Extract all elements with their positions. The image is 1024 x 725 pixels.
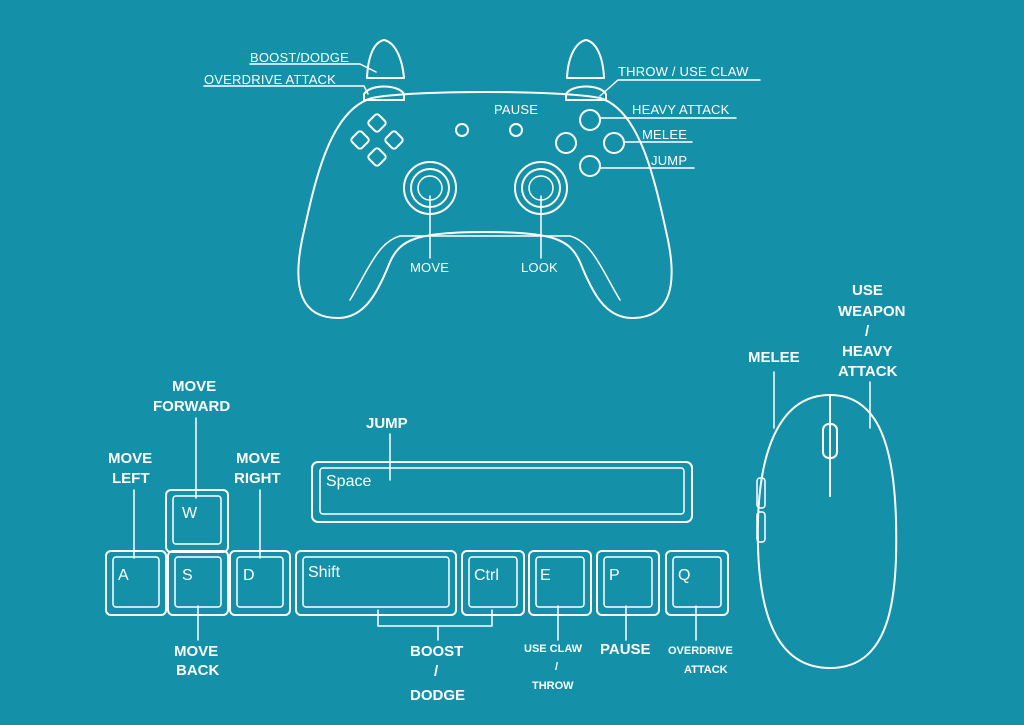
pause-button[interactable]: [509, 123, 523, 137]
key-shift[interactable]: Shift: [295, 550, 457, 616]
left-trigger: [366, 39, 405, 79]
keyboard-leader-lines: [133, 417, 697, 641]
mouse-side-button-1[interactable]: [756, 477, 766, 509]
mouse-side-button-2[interactable]: [756, 511, 766, 543]
face-button-right[interactable]: [603, 132, 625, 154]
label-boost-slash: /: [434, 663, 439, 680]
label-overdrive-2: ATTACK: [684, 664, 728, 676]
label-move-forward-1: MOVE: [172, 378, 216, 395]
label-move-left-2: LEFT: [112, 470, 150, 487]
key-space[interactable]: Space: [311, 461, 693, 523]
label-use-claw: USE CLAW: [524, 643, 583, 655]
key-shift-label: Shift: [308, 564, 341, 581]
label-overdrive-1: OVERDRIVE: [668, 645, 733, 657]
key-e-label: E: [540, 567, 551, 584]
label-move-right-2: RIGHT: [234, 470, 281, 487]
key-ctrl-label: Ctrl: [474, 567, 499, 584]
gamepad-body: [297, 91, 673, 319]
label-dodge: DODGE: [410, 687, 465, 704]
mouse-scroll-wheel[interactable]: [822, 423, 838, 459]
right-trigger: [566, 39, 605, 79]
gamepad-leader-lines: [203, 63, 761, 259]
label-throw: THROW: [532, 680, 574, 692]
label-move: MOVE: [410, 260, 449, 275]
label-boost-dodge: BOOST/DODGE: [250, 50, 349, 65]
label-move-back-1: MOVE: [174, 643, 218, 660]
key-a-label: A: [118, 567, 129, 584]
label-mouse-heavy: HEAVY: [842, 343, 893, 360]
label-throw-use-claw: THROW / USE CLAW: [618, 64, 749, 79]
key-w-label: W: [182, 505, 198, 522]
key-p-label: P: [609, 567, 620, 584]
key-a[interactable]: A: [105, 550, 167, 616]
label-melee: MELEE: [642, 127, 687, 142]
label-jump: JUMP: [651, 153, 687, 168]
label-mouse-attack: ATTACK: [838, 363, 898, 380]
mouse-body: [756, 394, 898, 669]
key-ctrl[interactable]: Ctrl: [461, 550, 525, 616]
right-bumper: [565, 85, 607, 101]
keyboard: Space W A S D Shift: [105, 378, 733, 704]
label-move-back-2: BACK: [176, 662, 219, 679]
face-button-bottom[interactable]: [579, 155, 601, 177]
face-button-top[interactable]: [579, 109, 601, 131]
gamepad-grip-contour: [349, 235, 621, 301]
gamepad: BOOST/DODGE OVERDRIVE ATTACK PAUSE THROW…: [203, 39, 761, 319]
key-d[interactable]: D: [229, 550, 291, 616]
label-boost: BOOST: [410, 643, 463, 660]
label-mouse-weapon: WEAPON: [838, 303, 906, 320]
label-pause: PAUSE: [494, 102, 538, 117]
dpad[interactable]: [350, 113, 404, 167]
label-kb-jump: JUMP: [366, 415, 408, 432]
key-p[interactable]: P: [596, 550, 660, 616]
key-e[interactable]: E: [528, 550, 592, 616]
key-q[interactable]: Q: [665, 550, 729, 616]
key-w[interactable]: W: [165, 489, 229, 553]
label-move-right-1: MOVE: [236, 450, 280, 467]
label-move-forward-2: FORWARD: [153, 398, 230, 415]
face-button-left[interactable]: [555, 132, 577, 154]
label-heavy-attack: HEAVY ATTACK: [632, 102, 730, 117]
label-mouse-slash: /: [865, 323, 870, 340]
key-s-label: S: [182, 567, 193, 584]
label-move-left-1: MOVE: [108, 450, 152, 467]
key-q-label: Q: [678, 567, 690, 584]
label-look: LOOK: [521, 260, 558, 275]
key-space-label: Space: [326, 473, 371, 490]
mouse: MELEE USE WEAPON / HEAVY ATTACK: [748, 282, 906, 669]
label-overdrive-attack: OVERDRIVE ATTACK: [204, 72, 336, 87]
label-claw-slash: /: [555, 661, 558, 673]
left-bumper: [363, 85, 405, 101]
select-button[interactable]: [455, 123, 469, 137]
key-d-label: D: [243, 567, 255, 584]
label-mouse-use: USE: [852, 282, 883, 299]
label-mouse-melee: MELEE: [748, 349, 800, 366]
label-kb-pause: PAUSE: [600, 641, 651, 658]
